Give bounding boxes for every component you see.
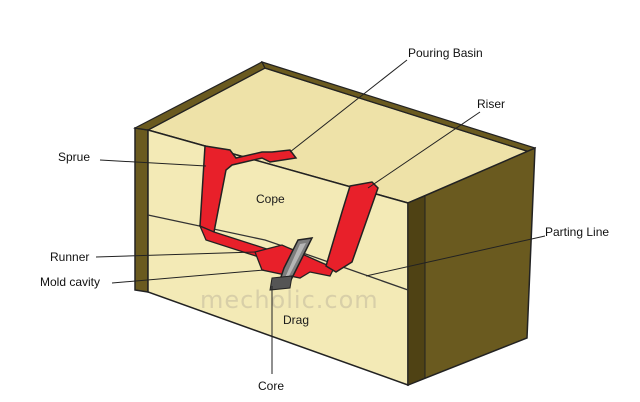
leader-riser (367, 111, 481, 189)
label-pouring-basin: Pouring Basin (408, 46, 483, 60)
flask-left-wall (134, 127, 149, 293)
riser-channel (325, 181, 379, 273)
leader-mold-cavity (111, 269, 265, 284)
leader-runner (95, 251, 257, 258)
leader-parting-line (365, 235, 546, 277)
core-highlight (284, 243, 306, 280)
label-parting-line: Parting Line (545, 225, 609, 239)
label-mold-cavity: Mold cavity (40, 275, 100, 289)
flask-right-wall-inner (407, 195, 426, 386)
label-cope: Cope (256, 192, 285, 206)
label-riser: Riser (477, 97, 505, 111)
core-print (269, 275, 293, 291)
leader-pouring-basin (289, 59, 408, 153)
label-drag: Drag (283, 313, 309, 327)
label-sprue: Sprue (58, 150, 90, 164)
leader-sprue (99, 159, 207, 167)
label-runner: Runner (50, 250, 89, 264)
label-core: Core (258, 379, 284, 393)
watermark-text: mecholic.com (200, 286, 379, 314)
